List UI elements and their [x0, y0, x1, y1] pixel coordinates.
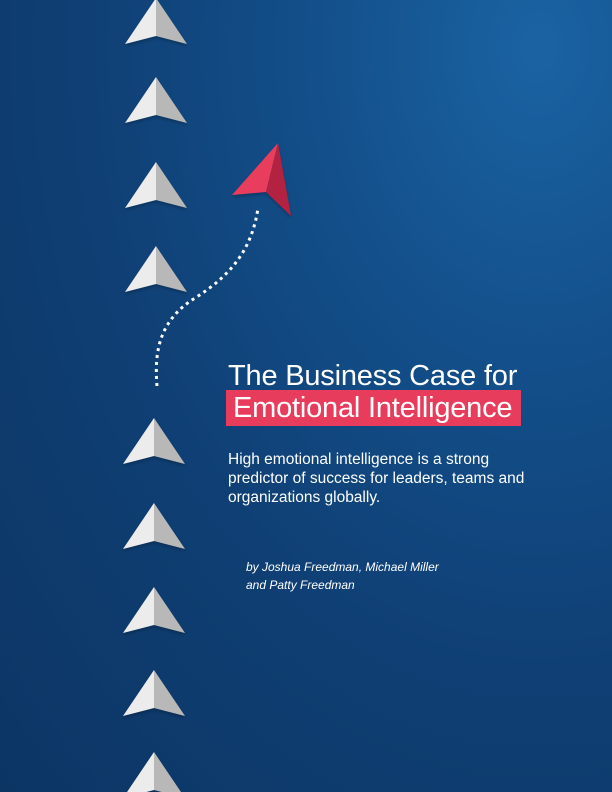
- paper-plane-arrow-icon: [125, 246, 187, 292]
- paper-plane-arrow-icon: [125, 77, 187, 123]
- title-line-1: The Business Case for: [228, 360, 518, 392]
- dotted-flight-path: [154, 207, 260, 387]
- author-byline: by Joshua Freedman, Michael Miller and P…: [246, 558, 506, 594]
- paper-plane-arrow-icon: [123, 587, 185, 633]
- subtitle: High emotional intelligence is a strong …: [228, 451, 525, 506]
- byline-line-2: and Patty Freedman: [246, 578, 355, 592]
- paper-plane-arrow-icon: [123, 418, 185, 464]
- paper-plane-arrow-icon: [123, 752, 185, 792]
- byline-line-1: by Joshua Freedman, Michael Miller: [246, 560, 439, 574]
- paper-plane-arrow-icon: [125, 0, 187, 44]
- paper-plane-arrow-icon: [125, 162, 187, 208]
- paper-plane-arrow-icon: [123, 670, 185, 716]
- title-line-2-highlight: Emotional Intelligence: [226, 390, 522, 426]
- paper-plane-arrow-icon: [123, 503, 185, 549]
- red-paper-plane-arrow-icon: [232, 143, 291, 216]
